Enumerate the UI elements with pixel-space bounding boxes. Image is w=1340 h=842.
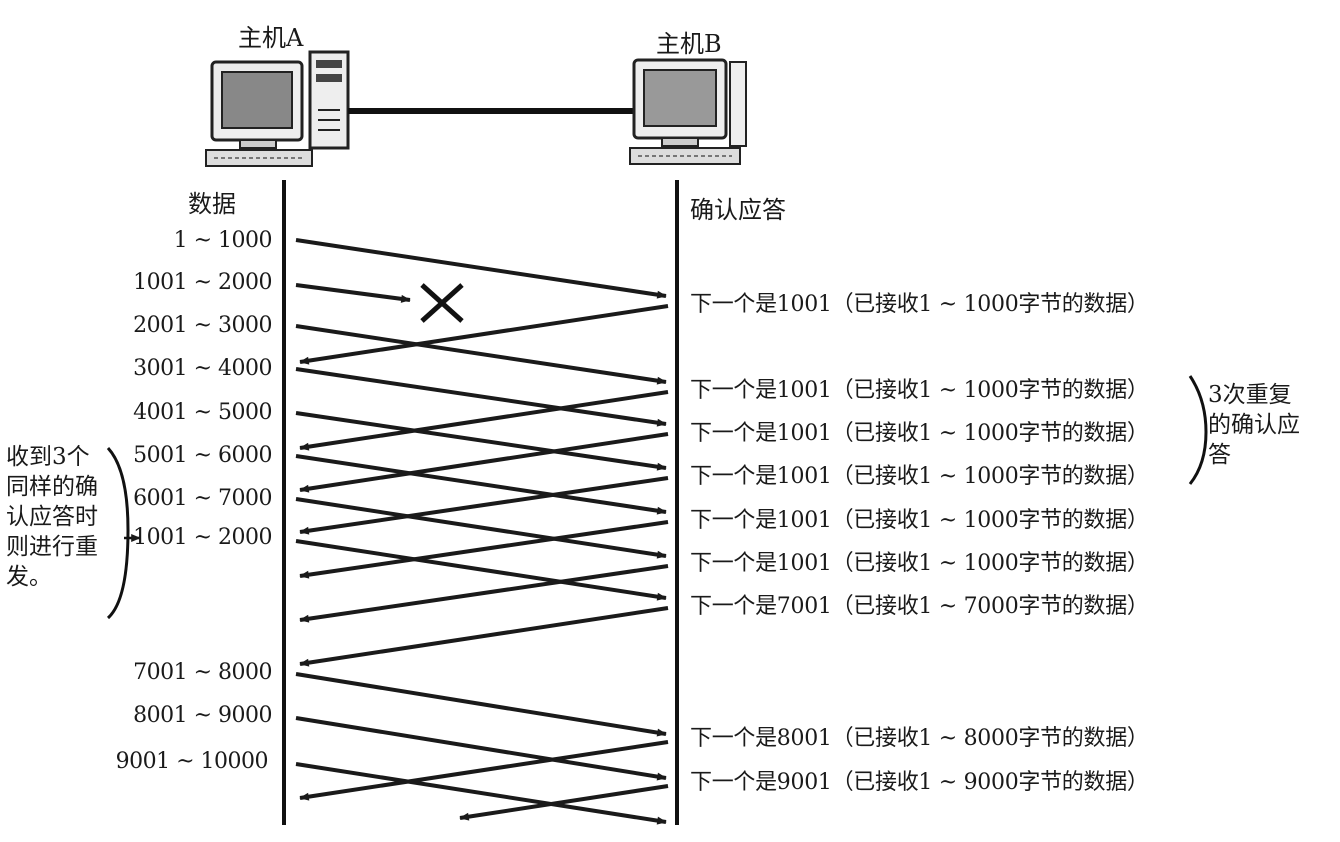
ack-column-label: 确认应答 [690,196,786,224]
segment-label: 8001 ~ 9000 [133,703,272,728]
segment-label: 1 ~ 1000 [173,228,273,253]
segment-label: 2001 ~ 3000 [133,313,272,338]
host-a-label: 主机A [238,24,304,52]
ack-label: 下一个是1001（已接收1 ~ 1000字节的数据） [690,508,1149,533]
segment-label: 7001 ~ 8000 [133,660,272,685]
left-brace [106,446,130,620]
segment-label: 9001 ~ 10000 [115,749,269,774]
ack-label: 下一个是8001（已接收1 ~ 8000字节的数据） [690,726,1149,751]
right-brace [1188,375,1208,485]
segment-label: 4001 ~ 5000 [133,400,272,425]
ack-arrows [299,304,669,821]
segment-label: 5001 ~ 6000 [133,443,272,468]
host-a-computer-icon [205,50,350,167]
data-arrows [295,238,667,825]
host-b-computer-icon [629,58,747,165]
segment-label: 6001 ~ 7000 [133,486,272,511]
ack-label: 下一个是9001（已接收1 ~ 9000字节的数据） [690,770,1149,795]
segment-label: 3001 ~ 4000 [133,356,272,381]
ack-label: 下一个是1001（已接收1 ~ 1000字节的数据） [690,551,1149,576]
data-column-label: 数据 [188,190,236,218]
host-b-label: 主机B [656,30,722,58]
ack-label: 下一个是1001（已接收1 ~ 1000字节的数据） [690,464,1149,489]
ack-label: 下一个是1001（已接收1 ~ 1000字节的数据） [690,292,1149,317]
left-note: 收到3个同样的确认应答时则进行重发。 [6,444,98,590]
right-note: 3次重复的确认应答 [1208,382,1300,468]
segment-label: 1001 ~ 2000 [133,270,272,295]
ack-label: 下一个是7001（已接收1 ~ 7000字节的数据） [690,594,1149,619]
ack-label: 下一个是1001（已接收1 ~ 1000字节的数据） [690,421,1149,446]
ack-label: 下一个是1001（已接收1 ~ 1000字节的数据） [690,378,1149,403]
packet-lost-x-icon [420,283,464,323]
segment-label-retransmit: 1001 ~ 2000 [133,525,272,550]
